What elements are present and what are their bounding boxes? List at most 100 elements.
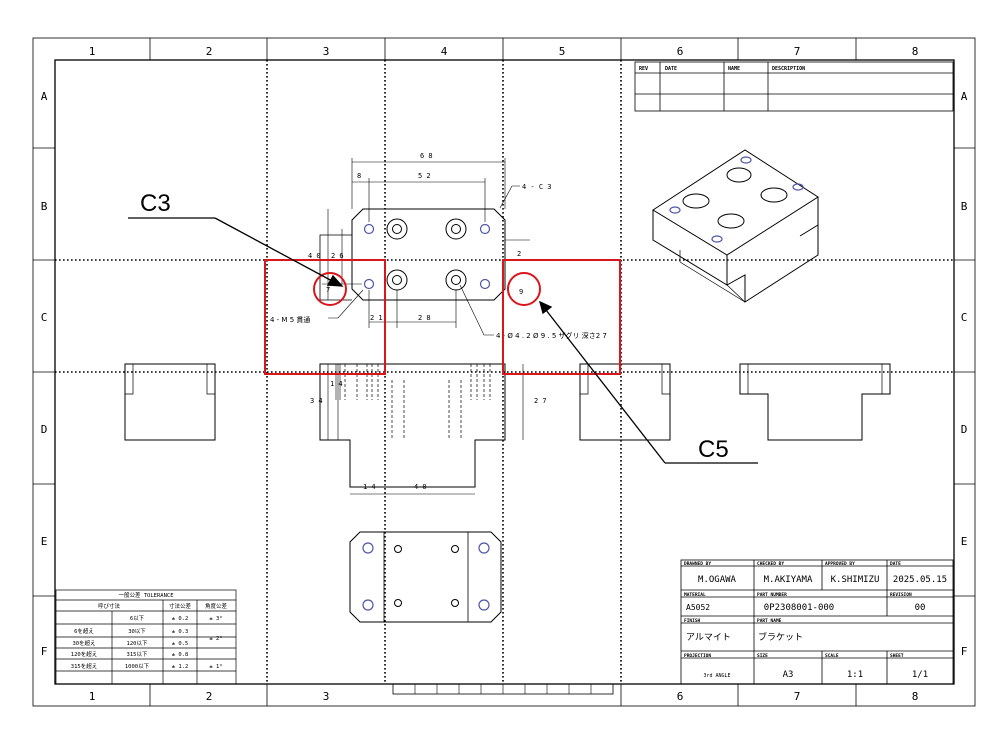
dim-hole-note: 4 - Ø 4 . 2 Ø 9 . 5 ザグリ 深さ2 7 [496, 331, 607, 340]
tol-row-3-from: 30を超え [72, 639, 95, 647]
tol-row-1-value: ± 0.2 [172, 616, 189, 622]
c5-callout-label: C5 [698, 436, 729, 463]
scale-value: 1:1 [847, 670, 863, 680]
bottom-view [349, 531, 502, 623]
rev-header: REV [639, 66, 648, 72]
sheet-value: 1/1 [912, 670, 928, 680]
dim-14-horizontal: 1 4 [363, 483, 376, 491]
dim-52: 5 2 [418, 172, 431, 180]
tol-angle-2: ± 2° [209, 636, 222, 642]
tol-row-4-from: 120を超え [71, 650, 97, 658]
row-letters: A B C D E F A B C D E F [41, 90, 968, 658]
approved-by-label: APPROVED BY [825, 561, 855, 567]
row-label: F [41, 645, 48, 658]
tolerance-dim-header: 寸法公差 [169, 602, 192, 610]
col-label: 4 [441, 45, 448, 58]
row-label: D [961, 423, 968, 436]
dim-overall-width: 6 8 [420, 152, 433, 160]
tol-row-2-value: ± 0.3 [172, 629, 189, 635]
checked-by-label: CHECKED BY [757, 561, 784, 567]
tolerance-angle-header: 角度公差 [205, 602, 228, 610]
tol-row-3-value: ± 0.5 [172, 641, 189, 647]
right-side-view [579, 363, 671, 441]
front-view-dimensions [327, 364, 524, 495]
col-label: 7 [794, 45, 801, 58]
col-label: 6 [677, 690, 684, 703]
tol-row-4-to: 315以下 [127, 651, 148, 658]
col-label: 1 [89, 45, 96, 58]
col-label: 2 [206, 45, 213, 58]
top-view-dimension-text: 6 8 8 5 2 4 - C 3 4 0 2 6 7 2 9 2 1 2 8 … [270, 152, 607, 340]
part-number-label: PART NUMBER [757, 592, 787, 598]
c3-highlight-circle [313, 272, 347, 306]
tol-row-2-to: 30以下 [128, 628, 146, 635]
part-name-value: ブラケット [758, 631, 803, 643]
dim-9: 9 [519, 288, 523, 296]
front-view [319, 363, 506, 488]
col-label: 1 [89, 690, 96, 703]
projection-value: 3rd ANGLE [703, 673, 730, 679]
tolerance-nominal-header: 呼び寸法 [98, 602, 121, 610]
highlight-boxes [264, 259, 621, 375]
size-value: A3 [783, 670, 794, 680]
material-value: A5052 [686, 603, 710, 612]
tol-row-2-from: 6を超え [74, 627, 94, 635]
drawing-frame [32, 37, 976, 707]
c3-callout-label: C3 [140, 190, 171, 217]
tolerance-title: 一般公差 TOLERANCE [118, 591, 173, 599]
tol-row-1-to: 6以下 [130, 615, 145, 622]
row-label: E [41, 535, 48, 548]
c5-highlight-box [502, 259, 621, 375]
tolerance-table: 一般公差 TOLERANCE 呼び寸法 寸法公差 角度公差 6以下 ± 0.2 … [55, 589, 237, 685]
col-label: 3 [323, 690, 330, 703]
part-number-value: 0P2308001-000 [764, 603, 834, 613]
drawn-by-label: DRAWNED BY [684, 561, 711, 567]
dim-34: 3 4 [310, 397, 323, 405]
scale-label: SCALE [825, 653, 839, 659]
size-label: SIZE [757, 653, 768, 659]
c5-highlight-circle [507, 272, 541, 306]
sheet-label: SHEET [890, 653, 904, 659]
column-numbers: 1 2 3 4 5 6 7 8 1 2 3 6 7 8 [89, 45, 919, 703]
name-header: NAME [728, 66, 740, 72]
dim-26: 2 6 [331, 252, 344, 260]
tol-angle-3: ± 1° [209, 664, 222, 670]
left-side-view [124, 363, 216, 441]
callout-leaders [128, 217, 758, 464]
col-label: 7 [794, 690, 801, 703]
tol-row-5-to: 1000以下 [125, 663, 150, 670]
revision-value: 00 [915, 603, 926, 613]
col-label: 8 [912, 690, 919, 703]
row-label: C [41, 311, 48, 324]
col-label: 3 [323, 45, 330, 58]
dim-21: 2 1 [370, 314, 383, 322]
projection-label: PROJECTION [684, 653, 711, 659]
col-label: 2 [206, 690, 213, 703]
description-header: DESCRIPTION [772, 66, 805, 72]
tol-row-5-value: ± 1.2 [172, 664, 189, 670]
row-label: B [961, 200, 968, 213]
date-header: DATE [665, 66, 677, 72]
material-label: MATERIAL [684, 592, 706, 598]
dim-7: 7 [326, 286, 330, 294]
row-label: A [961, 90, 968, 103]
revision-label: REVISION [890, 592, 912, 598]
dim-28: 2 8 [418, 314, 431, 322]
row-label: D [41, 423, 48, 436]
finish-label: FINISH [684, 618, 701, 624]
tol-angle-1: ± 3° [209, 616, 222, 622]
dim-2: 2 [517, 250, 521, 258]
tol-row-4-value: ± 0.8 [172, 652, 189, 658]
dim-40: 4 0 [308, 252, 321, 260]
row-label: E [961, 535, 968, 548]
row-label: F [961, 645, 968, 658]
checked-by-value: M.AKIYAMA [764, 575, 813, 585]
drawn-by-value: M.OGAWA [698, 575, 737, 585]
isometric-view [652, 149, 819, 303]
row-label: C [961, 311, 968, 324]
approved-by-value: K.SHIMIZU [831, 575, 880, 585]
front-view-dimension-text: 1 4 3 4 2 7 1 4 4 0 [310, 380, 547, 491]
col-label: 6 [677, 45, 684, 58]
row-label: B [41, 200, 48, 213]
dim-chamfer: 4 - C 3 [522, 183, 552, 191]
